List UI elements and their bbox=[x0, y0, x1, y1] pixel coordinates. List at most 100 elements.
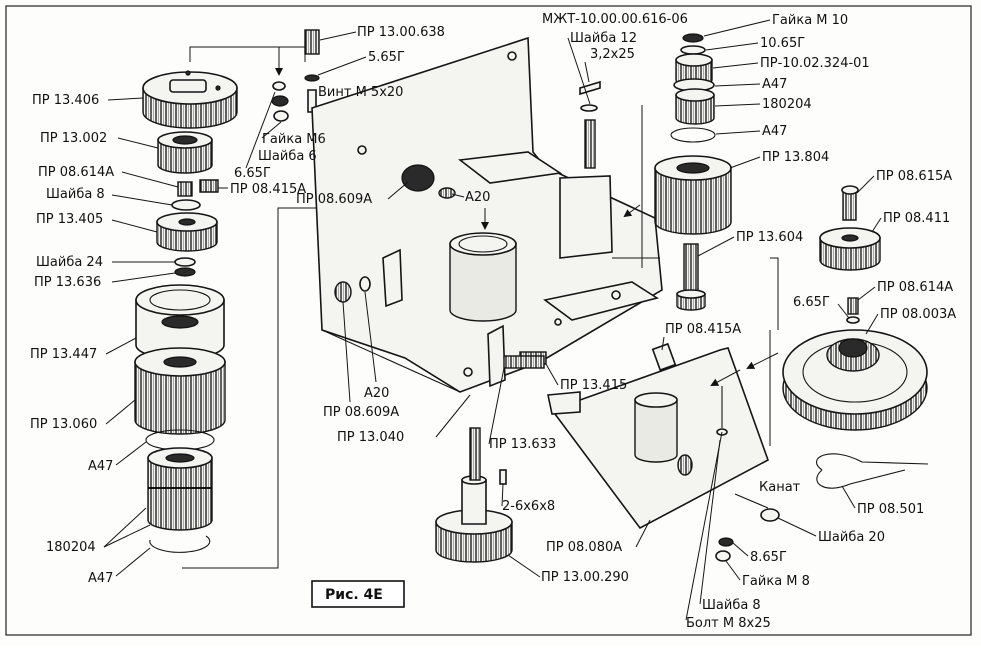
label-a47-right-2: А47 bbox=[762, 124, 787, 139]
frame-border bbox=[5, 5, 972, 636]
label-180204-left: 180204 bbox=[46, 540, 96, 555]
part-g665-top bbox=[272, 81, 286, 91]
part-pr13040-bracket bbox=[311, 36, 663, 393]
label-vint-m5x20: Винт М 5х20 bbox=[318, 85, 403, 100]
label-shayba8-left: Шайба 8 bbox=[46, 187, 105, 202]
label-pr13804: ПР 13.804 bbox=[762, 150, 829, 165]
part-pr08614a-right bbox=[847, 297, 859, 315]
label-pr08003a: ПР 08.003А bbox=[880, 307, 956, 322]
label-kanat: Канат bbox=[759, 480, 801, 495]
label-g865: 8.65Г bbox=[750, 550, 787, 565]
label-pr13415: ПР 13.415 bbox=[560, 378, 627, 393]
part-shayba12 bbox=[580, 104, 598, 112]
label-pr08609a-top: ПР 08.609А bbox=[296, 192, 372, 207]
part-pr08411 bbox=[819, 227, 881, 271]
label-pr08615a: ПР 08.615А bbox=[876, 169, 952, 184]
part-mzht-axle bbox=[584, 119, 596, 169]
label-pr08415a-mid: ПР 08.415А bbox=[665, 322, 741, 337]
label-pr13040: ПР 13.040 bbox=[337, 430, 404, 445]
part-pr13406 bbox=[142, 70, 238, 129]
label-pr13406: ПР 13.406 bbox=[32, 93, 99, 108]
label-pr13636: ПР 13.636 bbox=[34, 275, 101, 290]
part-gayka-m8 bbox=[715, 550, 731, 562]
part-pr13636 bbox=[174, 267, 196, 277]
label-pr1002324: ПР-10.02.324-01 bbox=[760, 56, 870, 71]
part-g565 bbox=[304, 74, 320, 82]
label-pr13633: ПР 13.633 bbox=[489, 437, 556, 452]
label-bolt-m8x25: Болт М 8х25 bbox=[686, 616, 771, 631]
label-shayba6: Шайба 6 bbox=[258, 149, 317, 164]
label-pr08415a-top: ПР 08.415А bbox=[230, 182, 306, 197]
part-pr1300290 bbox=[435, 355, 545, 563]
label-pr08614a-left: ПР 08.614А bbox=[38, 165, 114, 180]
part-a47-left-2 bbox=[149, 535, 211, 553]
part-180204-left bbox=[147, 447, 213, 531]
part-pr08415a-mid bbox=[651, 342, 677, 372]
part-pr13002 bbox=[157, 131, 213, 174]
part-shayba6 bbox=[271, 95, 289, 107]
label-pr08609a-bot: ПР 08.609А bbox=[323, 405, 399, 420]
part-pr08415a-left bbox=[199, 179, 219, 193]
part-gayka-m10 bbox=[682, 33, 704, 43]
label-g665-top: 6.65Г bbox=[234, 166, 271, 181]
part-pr13604 bbox=[676, 243, 706, 311]
part-pr08080a bbox=[547, 342, 769, 530]
part-g665-right bbox=[846, 316, 860, 324]
label-gayka-m8: Гайка М 8 bbox=[742, 574, 810, 589]
part-shayba24 bbox=[174, 257, 196, 267]
left-assembly bbox=[134, 70, 238, 553]
label-pr13405: ПР 13.405 bbox=[36, 212, 103, 227]
figure-caption: Рис. 4Е bbox=[325, 587, 383, 603]
label-shayba20: Шайба 20 bbox=[818, 530, 885, 545]
label-key: 2-6х6х8 bbox=[502, 499, 555, 514]
assembly-lines-right bbox=[481, 105, 779, 446]
label-pr1300638: ПР 13.00.638 bbox=[357, 25, 445, 40]
label-pr13447: ПР 13.447 bbox=[30, 347, 97, 362]
part-gayka-m6 bbox=[273, 110, 289, 122]
label-pr13002: ПР 13.002 bbox=[40, 131, 107, 146]
label-shayba8-right: Шайба 8 bbox=[702, 598, 761, 613]
part-g865 bbox=[718, 537, 734, 547]
label-pr08614a-right: ПР 08.614А bbox=[877, 280, 953, 295]
label-g665-right: 6.65Г bbox=[793, 295, 830, 310]
label-g1065: 10.65Г bbox=[760, 36, 805, 51]
label-gayka-m10: Гайка М 10 bbox=[772, 13, 848, 28]
part-a47-right-2 bbox=[670, 127, 716, 143]
bottom-right-parts bbox=[715, 453, 929, 562]
label-g565: 5.65Г bbox=[368, 50, 405, 65]
label-a47-left-2: А47 bbox=[88, 571, 113, 586]
part-pr08003a bbox=[782, 329, 928, 431]
part-pr1300638 bbox=[304, 29, 320, 55]
part-shayba8-left bbox=[171, 199, 201, 211]
label-180204-right: 180204 bbox=[762, 97, 812, 112]
part-key-2-6x6x8 bbox=[499, 469, 507, 485]
part-pr13405 bbox=[156, 212, 218, 252]
label-pr08080a: ПР 08.080А bbox=[546, 540, 622, 555]
part-180204-right bbox=[675, 94, 715, 125]
label-shayba24: Шайба 24 bbox=[36, 255, 103, 270]
upper-right-assembly bbox=[654, 33, 732, 311]
label-gayka-m6: Гайка М6 bbox=[262, 132, 326, 147]
part-pr13804 bbox=[654, 155, 732, 235]
left-top-fasteners bbox=[271, 29, 320, 122]
part-g1065 bbox=[680, 45, 706, 55]
label-pr13604: ПР 13.604 bbox=[736, 230, 803, 245]
label-a20-bot: А20 bbox=[364, 386, 389, 401]
part-split-pin bbox=[579, 80, 601, 96]
part-shayba20 bbox=[760, 508, 780, 522]
part-pr13060 bbox=[134, 347, 226, 435]
label-shayba12: Шайба 12 bbox=[570, 31, 637, 46]
center-top-pins bbox=[579, 61, 601, 169]
label-pr13060: ПР 13.060 bbox=[30, 417, 97, 432]
label-a20-top: А20 bbox=[465, 190, 490, 205]
part-kanat bbox=[734, 493, 769, 509]
label-pr08411: ПР 08.411 bbox=[883, 211, 950, 226]
label-pr08501: ПР 08.501 bbox=[857, 502, 924, 517]
right-wheel-assembly bbox=[782, 185, 928, 431]
label-pr1300290: ПР 13.00.290 bbox=[541, 570, 629, 585]
label-s32x25: 3,2х25 bbox=[590, 47, 635, 62]
label-a47-left-1: А47 bbox=[88, 459, 113, 474]
label-a47-right-1: А47 bbox=[762, 77, 787, 92]
